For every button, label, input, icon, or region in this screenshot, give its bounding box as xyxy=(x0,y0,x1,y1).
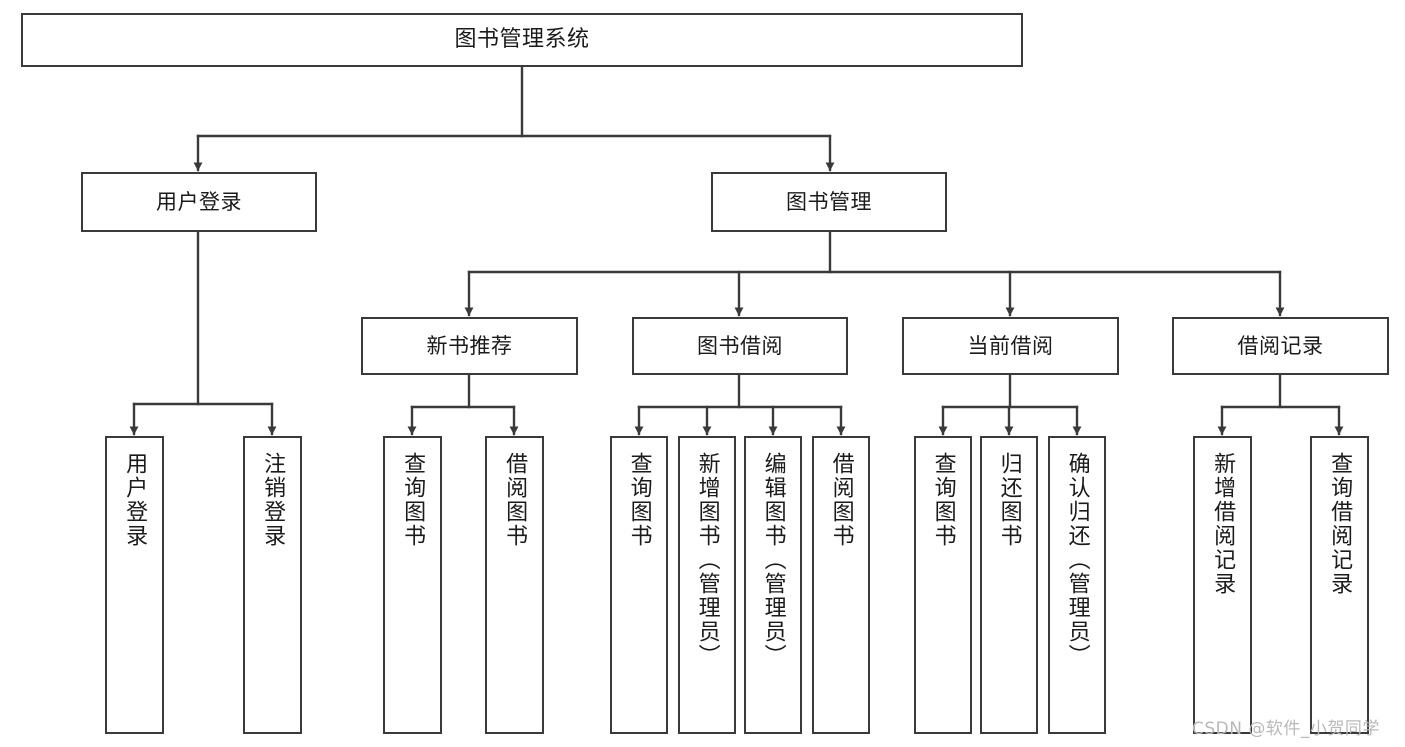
node-leaf-cb-confirm-return[interactable]: 确认归还（管理员） xyxy=(1048,436,1106,734)
node-leaf-cb-return-book-label: 归还图书 xyxy=(996,452,1022,548)
node-leaf-bb-add-book-label: 新增图书（管理员） xyxy=(694,452,720,668)
node-leaf-br-query-record[interactable]: 查询借阅记录 xyxy=(1310,436,1369,734)
node-root[interactable]: 图书管理系统 xyxy=(21,13,1023,67)
node-leaf-bb-query-book[interactable]: 查询图书 xyxy=(610,436,668,734)
node-leaf-logout-user-label: 注销登录 xyxy=(260,452,286,548)
node-leaf-bb-add-book[interactable]: 新增图书（管理员） xyxy=(678,436,736,734)
node-current-borrow-label: 当前借阅 xyxy=(967,333,1054,358)
node-leaf-bb-borrow-book[interactable]: 借阅图书 xyxy=(812,436,870,734)
node-borrow-record-label: 借阅记录 xyxy=(1237,333,1324,358)
node-leaf-rec-borrow-book[interactable]: 借阅图书 xyxy=(485,436,544,734)
node-book-borrow[interactable]: 图书借阅 xyxy=(632,317,848,375)
node-leaf-rec-query-book-label: 查询图书 xyxy=(400,452,426,548)
node-leaf-bb-edit-book[interactable]: 编辑图书（管理员） xyxy=(744,436,802,734)
node-leaf-cb-return-book[interactable]: 归还图书 xyxy=(980,436,1038,734)
node-leaf-br-add-record-label: 新增借阅记录 xyxy=(1210,452,1236,596)
node-leaf-login-user[interactable]: 用户登录 xyxy=(105,436,164,734)
node-book-manage-label: 图书管理 xyxy=(786,189,872,214)
node-current-borrow[interactable]: 当前借阅 xyxy=(902,317,1119,375)
node-leaf-cb-query-book[interactable]: 查询图书 xyxy=(914,436,972,734)
node-leaf-rec-query-book[interactable]: 查询图书 xyxy=(383,436,442,734)
node-root-label: 图书管理系统 xyxy=(454,27,590,53)
node-leaf-rec-borrow-book-label: 借阅图书 xyxy=(502,452,528,548)
node-leaf-bb-borrow-book-label: 借阅图书 xyxy=(828,452,854,548)
node-leaf-login-user-label: 用户登录 xyxy=(122,452,148,548)
node-leaf-logout-user[interactable]: 注销登录 xyxy=(243,436,302,734)
node-leaf-cb-query-book-label: 查询图书 xyxy=(930,452,956,548)
node-borrow-record[interactable]: 借阅记录 xyxy=(1172,317,1389,375)
node-user-login[interactable]: 用户登录 xyxy=(81,172,317,232)
node-new-book-recommend-label: 新书推荐 xyxy=(426,333,513,358)
node-new-book-recommend[interactable]: 新书推荐 xyxy=(361,317,578,375)
node-leaf-bb-edit-book-label: 编辑图书（管理员） xyxy=(760,452,786,668)
node-leaf-br-query-record-label: 查询借阅记录 xyxy=(1327,452,1353,596)
node-leaf-cb-confirm-return-label: 确认归还（管理员） xyxy=(1064,452,1090,668)
node-leaf-br-add-record[interactable]: 新增借阅记录 xyxy=(1193,436,1252,734)
node-book-manage[interactable]: 图书管理 xyxy=(711,172,947,232)
csdn-watermark: CSDN @软件_小贺同学 xyxy=(1192,719,1380,739)
node-leaf-bb-query-book-label: 查询图书 xyxy=(626,452,652,548)
node-book-borrow-label: 图书借阅 xyxy=(697,333,783,358)
node-user-login-label: 用户登录 xyxy=(156,189,242,214)
